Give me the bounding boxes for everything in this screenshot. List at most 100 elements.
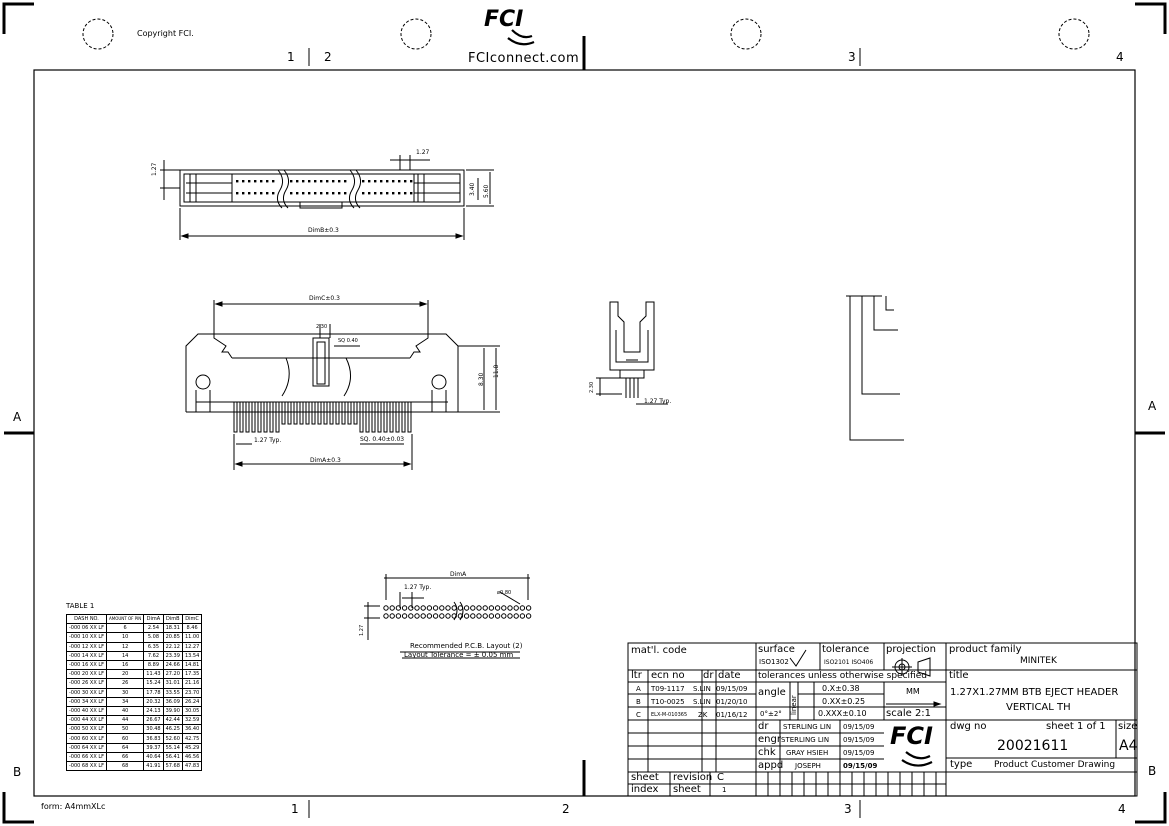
- pcb-hole: [432, 613, 439, 619]
- table-cell: -000 66 XX LF: [66, 751, 107, 763]
- pin-square: [362, 192, 365, 195]
- tb-tol-2: 0.XX±0.25: [822, 697, 866, 706]
- table-cell: -000 50 XX LF: [66, 724, 107, 735]
- table-cell: 22.12: [162, 641, 183, 652]
- table-cell: -000 06 XX LF: [66, 623, 107, 634]
- table-cell: 36.83: [143, 733, 164, 744]
- pcb-hole: [519, 613, 526, 619]
- pin-square: [374, 192, 377, 195]
- tb-dr-date: 09/15/09: [843, 723, 875, 731]
- tb-dwg-no-label: dwg no: [950, 721, 987, 732]
- pcb-hole: [476, 613, 482, 619]
- zone-ticks: [4, 36, 1165, 796]
- table-cell: 36.40: [181, 724, 203, 735]
- table-cell: 39.90: [162, 705, 183, 717]
- tb-sheet-index-1: sheet: [631, 772, 659, 783]
- side-pin: [311, 401, 316, 425]
- side-pin: [251, 401, 256, 433]
- tb-revision-label: revision: [673, 772, 713, 783]
- pcb-hole-dia: ø0.80: [497, 590, 512, 596]
- pcb-hole: [513, 613, 519, 619]
- table-header-cell: DASH NO.: [66, 613, 107, 625]
- side-pin: [347, 401, 352, 425]
- side-pin: [335, 401, 340, 425]
- side-pin: [305, 401, 310, 425]
- dim-pitch-typ-side: 1.27 Typ.: [254, 437, 282, 444]
- part-number-callout: [846, 295, 904, 441]
- tb-sheet-num: 1: [722, 786, 727, 794]
- tb-tol-3: 0.XXX±0.10: [818, 709, 867, 718]
- pcb-hole: [476, 605, 482, 611]
- tb-title-line1: 1.27X1.27MM BTB EJECT HEADER: [950, 687, 1119, 698]
- table-cell: 11.00: [181, 632, 203, 643]
- side-pin: [389, 401, 394, 433]
- table-cell: 14: [105, 650, 145, 661]
- tb-col-date: date: [718, 670, 741, 681]
- table-cell: 41.91: [143, 760, 164, 772]
- fci-logo-block: [901, 751, 933, 767]
- pcb-pitch-typ: 1.27 Typ.: [404, 584, 432, 591]
- pin-square: [332, 180, 335, 183]
- table-cell: 56.41: [162, 751, 183, 763]
- tb-angle-label: angle: [758, 687, 786, 698]
- pin-square: [266, 180, 269, 183]
- tb-product-family-label: product family: [949, 644, 1022, 655]
- pin-square: [326, 192, 329, 195]
- pcb-hole: [408, 605, 414, 611]
- pin-square: [308, 192, 311, 195]
- pcb-hole: [401, 613, 408, 619]
- zone-bottom-1: 1: [291, 802, 299, 816]
- fci-logo-top: [507, 29, 535, 46]
- table-cell: 24.13: [143, 705, 164, 717]
- table-cell: -000 16 XX LF: [66, 659, 107, 671]
- table-cell: 21.16: [181, 678, 203, 689]
- side-pin: [269, 401, 274, 433]
- table-cell: 57.68: [162, 760, 183, 772]
- tb-col-dr: dr: [703, 670, 714, 681]
- side-pin: [401, 401, 406, 433]
- pin-square: [398, 192, 401, 195]
- table-cell: 6: [105, 623, 145, 634]
- tb-col-ecn: ecn no: [651, 670, 685, 681]
- pcb-hole: [451, 605, 457, 611]
- pin-square: [260, 192, 263, 195]
- pin-square: [248, 192, 251, 195]
- table-cell: 13.54: [181, 650, 203, 661]
- table-cell: 31.01: [162, 678, 183, 689]
- dim-a-side: DimA±0.3: [310, 457, 341, 464]
- side-pin: [341, 401, 346, 425]
- pcb-hole: [414, 605, 420, 611]
- rev-b-ecn: T10-0025: [651, 698, 685, 706]
- rev-b-ltr: B: [636, 698, 641, 706]
- table-cell: -000 68 XX LF: [66, 760, 107, 772]
- side-pin: [245, 401, 250, 433]
- tb-engr-name: STERLING LIN: [781, 736, 830, 744]
- tb-appd-date: 09/15/09: [843, 762, 878, 770]
- pin-square: [368, 192, 371, 195]
- tb-scale: scale 2:1: [886, 708, 932, 719]
- table-cell: 47.83: [181, 760, 203, 772]
- end-view: [596, 301, 668, 405]
- table-cell: 34: [105, 696, 145, 707]
- pin-square: [362, 180, 365, 183]
- pin-square: [302, 192, 305, 195]
- pin-square: [242, 192, 245, 195]
- pcb-layout: [364, 574, 532, 659]
- side-pin: [371, 401, 376, 433]
- table-cell: 40: [105, 705, 145, 717]
- pcb-hole: [408, 613, 414, 619]
- tb-surface-std: ISO1302: [759, 658, 789, 666]
- pcb-hole: [507, 605, 513, 611]
- dim-b: DimB±0.3: [308, 227, 339, 234]
- pin-square: [344, 180, 347, 183]
- table-cell: -000 60 XX LF: [66, 733, 107, 744]
- pcb-pitch-side: 1.27: [359, 624, 365, 636]
- pin-square: [374, 180, 377, 183]
